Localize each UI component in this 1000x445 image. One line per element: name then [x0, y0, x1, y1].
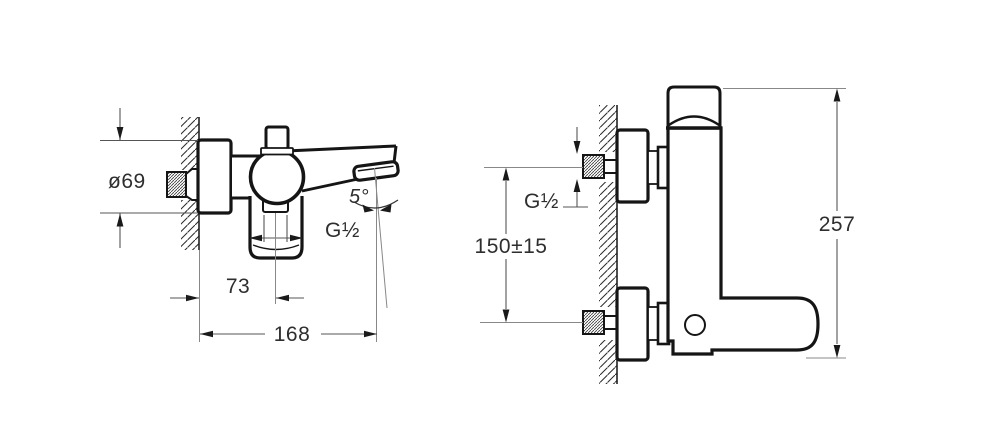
connector-bottom: [647, 301, 671, 346]
dim-inlet-thread-group: G½: [524, 127, 588, 213]
body-and-spout-front: [666, 126, 820, 356]
side-view: ø69 G½ 5°: [100, 108, 400, 346]
inlet-pipe-top: [582, 154, 618, 179]
dim-overall-height: 257: [819, 213, 856, 236]
dim-outlet-thread: G½: [325, 219, 360, 242]
dim-escutcheon-diameter-group: ø69: [100, 108, 198, 248]
dim-overall-height-group: 257: [723, 88, 856, 359]
dim-168-group: 168: [200, 323, 377, 346]
dim-spout-angle-group: 5°: [349, 167, 399, 342]
inlet-pipe-bottom: [582, 310, 618, 335]
dim-inlet-spacing: 150±15: [475, 235, 548, 258]
diverter-button: [684, 314, 706, 336]
dim-escutcheon-diameter: ø69: [108, 170, 146, 193]
dim-wall-to-outlet: 73: [226, 275, 250, 298]
escutcheon-side: [196, 138, 233, 215]
handle-knob-side: [260, 125, 294, 156]
front-view: G½ 150±15 257: [475, 85, 856, 384]
aerator-side: [352, 160, 400, 182]
escutcheon-top: [615, 128, 650, 204]
dim-spout-angle: 5°: [349, 186, 369, 208]
handle-front: [666, 85, 722, 130]
mixer-ball-side: [248, 148, 306, 206]
escutcheon-bottom: [615, 286, 650, 362]
inlet-pipe-side: [166, 168, 200, 201]
dim-inlet-thread: G½: [524, 190, 559, 213]
wall-hatch-right: [599, 105, 618, 384]
dim-73-group: 73: [170, 213, 304, 342]
dim-wall-to-spout-tip: 168: [274, 323, 311, 346]
connector-top: [647, 145, 671, 190]
dim-inlet-spacing-group: 150±15: [475, 167, 583, 323]
